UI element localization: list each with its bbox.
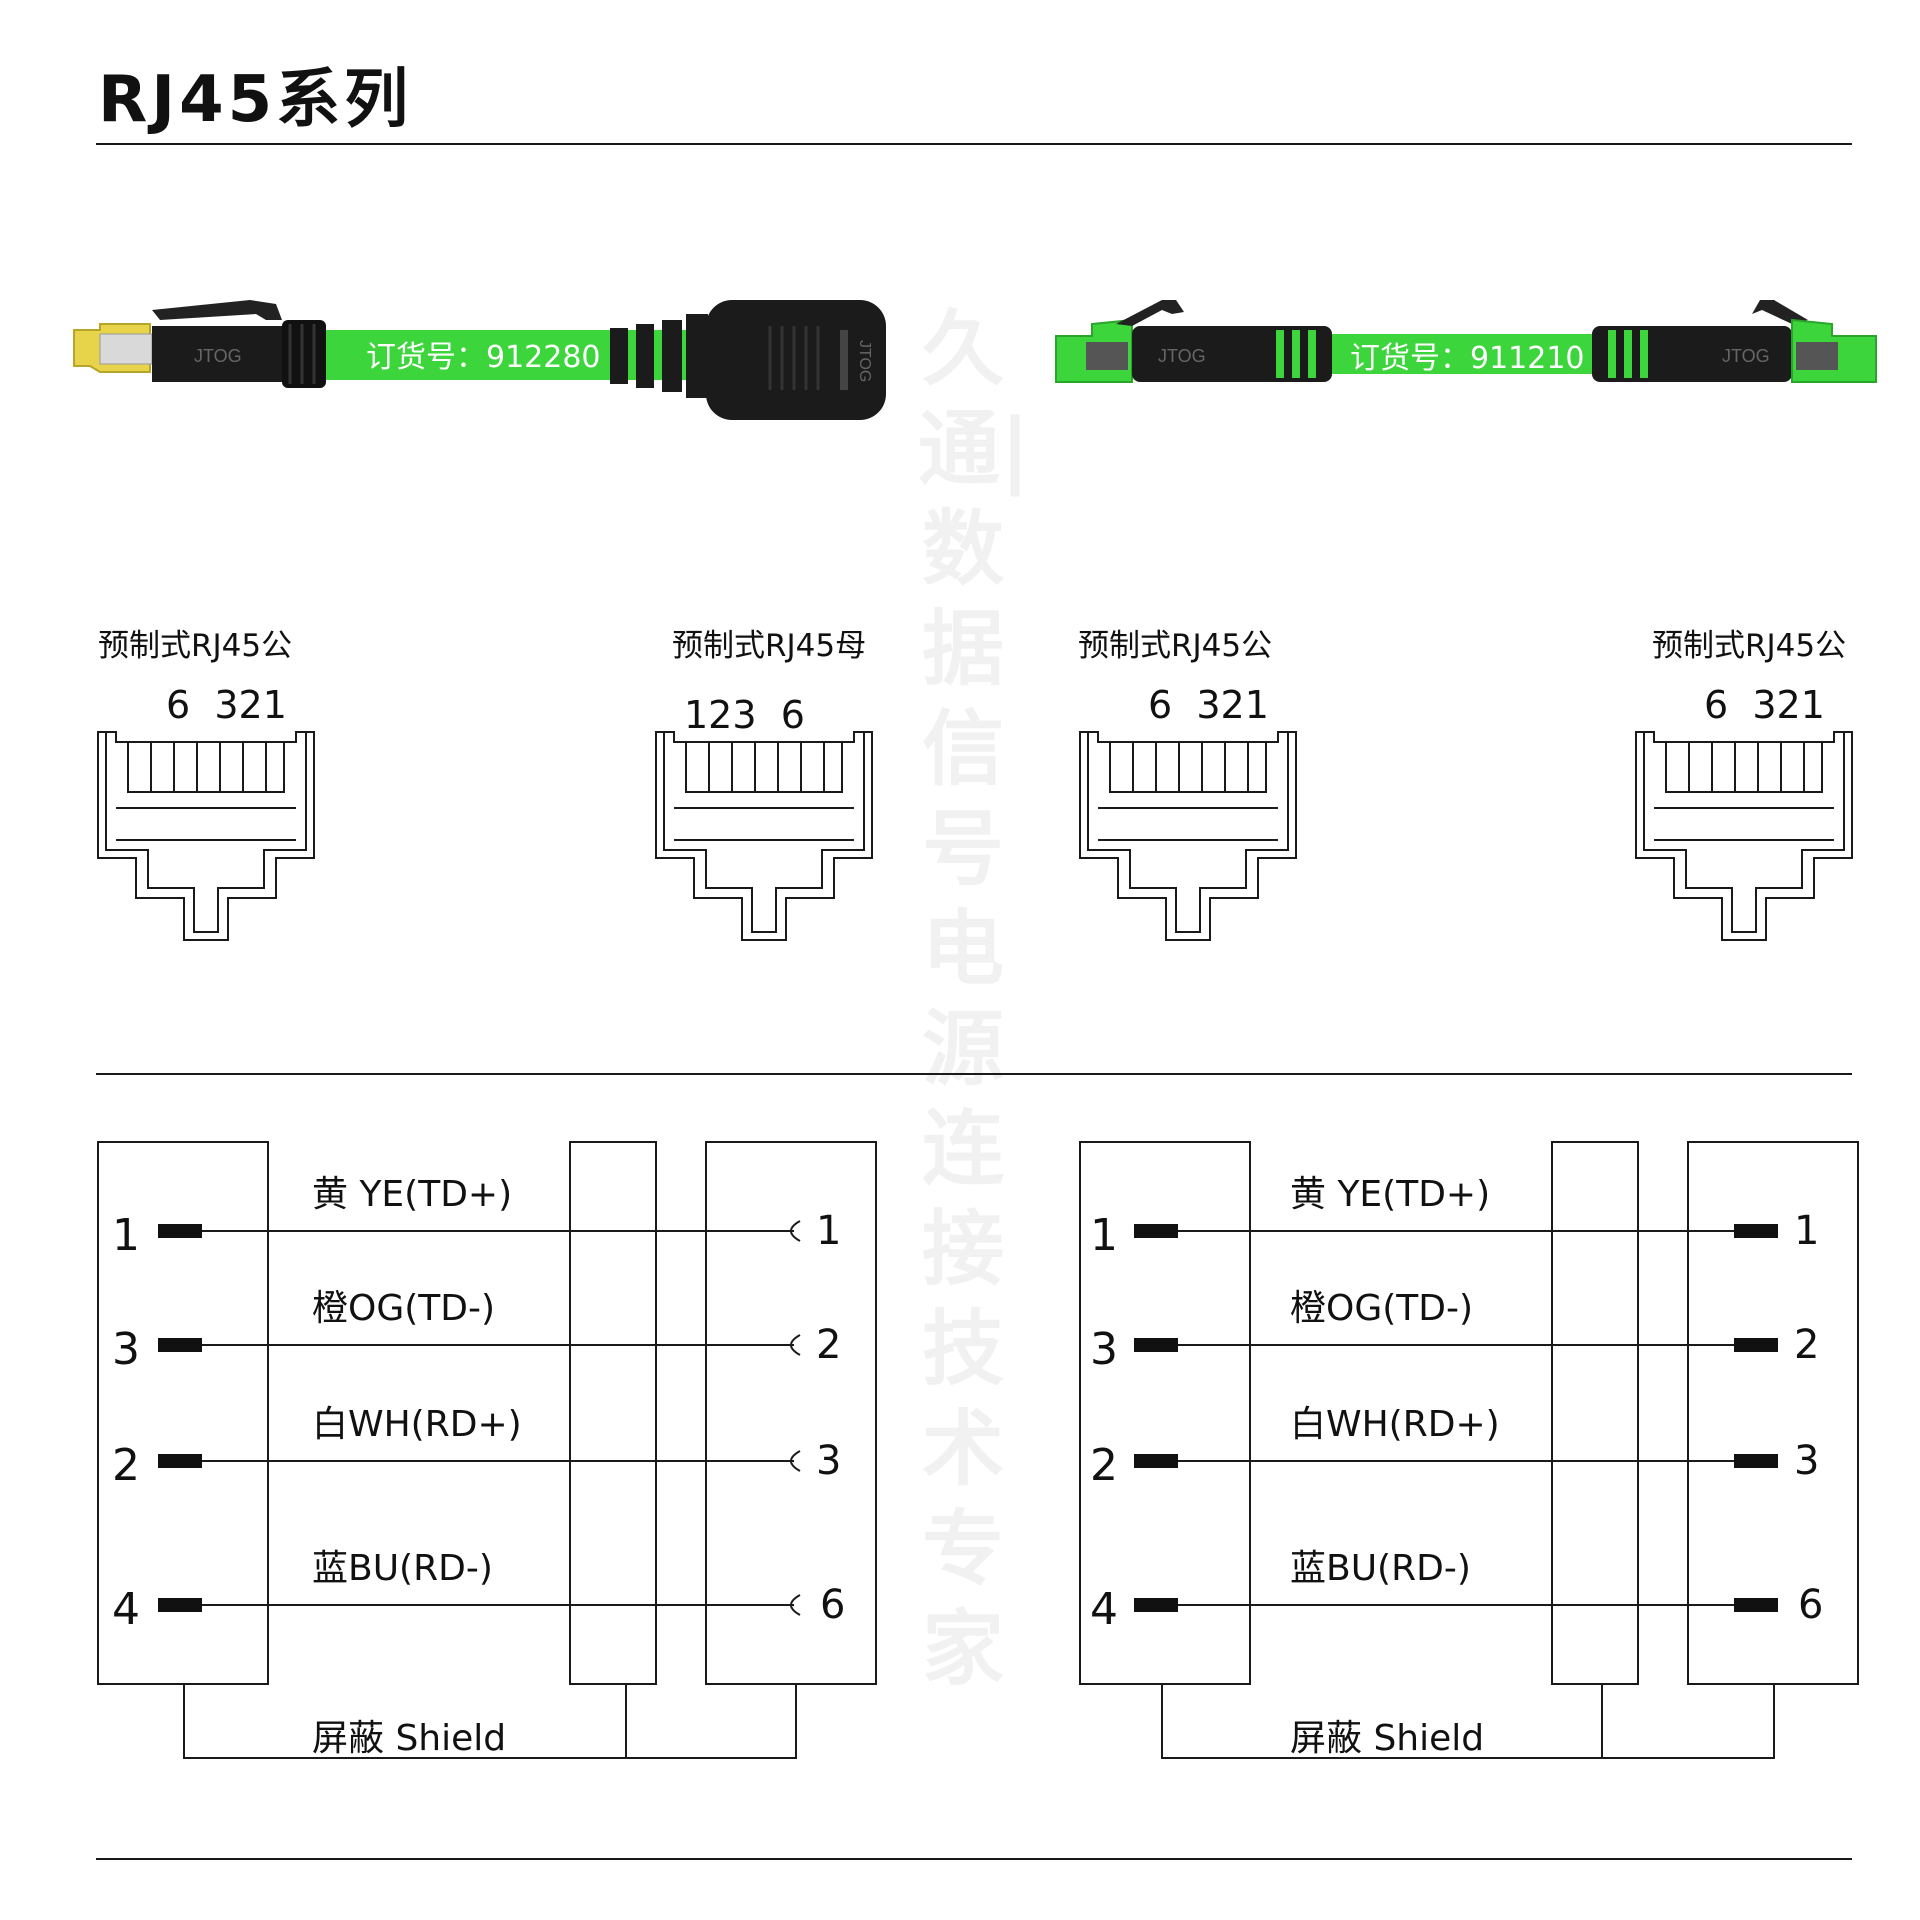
cable-b-left-plug: JTOG [1055,300,1332,383]
wd2-wire-1-label: 黄 YE(TD+) [1290,1174,1490,1215]
wiring-diagram-2: 1 3 2 4 1 2 3 6 黄 YE(TD+) 橙OG(TD-) 白WH(R… [1079,1141,1859,1759]
page-title: RJ45系列 [98,63,413,137]
watermark: 久通|数据信号电源连接技术专家 [918,302,1030,1697]
wd2-wire-3-label: 白WH(RD+) [1290,1404,1500,1445]
wd2-left-pin-3: 2 [1090,1440,1118,1491]
cable-b-illustration: JTOG 订货号：911210 JTOG [1055,300,1877,383]
wd1-left-pin-4: 4 [112,1584,140,1635]
connector-3-label: 预制式RJ45公 [1078,628,1273,664]
wd1-shield-label: 屏蔽 Shield [312,1718,506,1759]
footer-divider [96,1858,1852,1860]
wd2-right-pin-4: 6 [1798,1582,1823,1628]
wiring-diagram-1: 1 3 2 4 1 2 3 6 黄 YE(TD+) 橙OG(TD-) 白WH(R… [97,1141,877,1759]
cable-b-right-plug: JTOG [1592,300,1877,383]
connector-4-face: 6 321 [1635,683,1853,941]
cable-a-illustration: JTOG 订货号：912280 JTOG [73,300,886,420]
connector-2-face: 123 6 [655,693,873,941]
wd2-wire-4-label: 蓝BU(RD-) [1290,1548,1471,1589]
header-divider [96,143,1852,145]
wd1-right-pin-4: 6 [820,1582,845,1628]
wd1-left-pin-2: 3 [112,1324,140,1375]
connector-4-label: 预制式RJ45公 [1652,628,1847,664]
cable-b-order-number: 订货号：911210 [1350,341,1585,376]
connector-2-pin-numbers: 123 6 [684,693,805,737]
wd1-right-pin-2: 2 [816,1322,841,1368]
cable-b-jacket [1332,334,1592,374]
connector-2-label: 预制式RJ45母 [672,628,867,664]
wd2-right-pin-2: 2 [1794,1322,1819,1368]
wd1-wire-2-label: 橙OG(TD-) [312,1288,495,1329]
cable-a-order-number: 订货号：912280 [366,340,601,375]
wd1-wire-3-label: 白WH(RD+) [312,1404,522,1445]
wd2-right-pin-3: 3 [1794,1438,1819,1484]
wd1-left-pin-1: 1 [112,1210,140,1261]
cable-a-female-socket: JTOG [706,300,886,420]
wd1-right-pin-3: 3 [816,1438,841,1484]
section-divider [96,1073,1852,1075]
wd2-right-pin-1: 1 [1794,1208,1819,1254]
wd1-right-pin-1: 1 [816,1208,841,1254]
wd1-left-pin-3: 2 [112,1440,140,1491]
wd2-left-pin-2: 3 [1090,1324,1118,1375]
cable-b-brand-left: JTOG [1158,346,1206,366]
wd2-shield-label: 屏蔽 Shield [1290,1718,1484,1759]
wd1-wire-4-label: 蓝BU(RD-) [312,1548,493,1589]
cable-b-brand-right: JTOG [1722,346,1770,366]
cable-a-male-plug: JTOG [73,300,326,388]
cable-a-brand-left: JTOG [194,346,242,366]
connector-1-face: 6 321 [97,683,315,941]
connector-3-face: 6 321 [1079,683,1297,941]
wd2-left-pin-4: 4 [1090,1584,1118,1635]
wd2-left-pin-1: 1 [1090,1210,1118,1261]
connector-1-label: 预制式RJ45公 [98,628,293,664]
wd2-wire-2-label: 橙OG(TD-) [1290,1288,1473,1329]
cable-a-strain-relief [610,314,708,398]
connector-4-pin-numbers: 6 321 [1704,683,1825,727]
cable-a-brand-right: JTOG [856,340,873,382]
connector-1-pin-numbers: 6 321 [166,683,287,727]
connector-3-pin-numbers: 6 321 [1148,683,1269,727]
wd1-wire-1-label: 黄 YE(TD+) [312,1174,512,1215]
